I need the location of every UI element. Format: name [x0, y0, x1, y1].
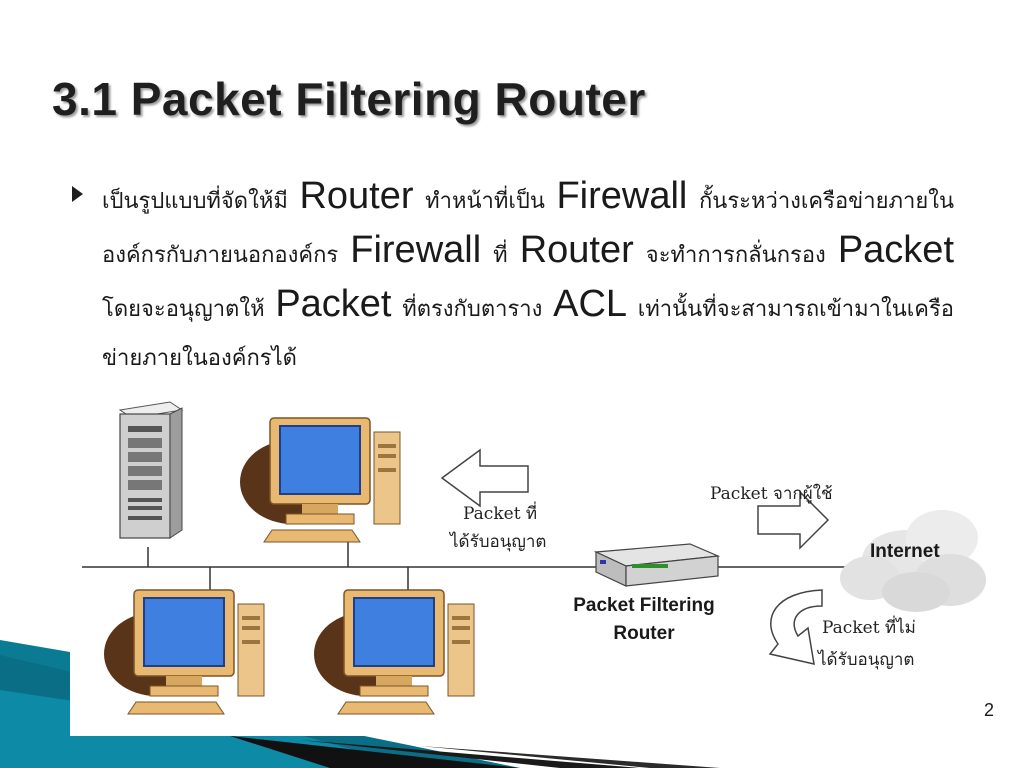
- denied-packet-label-line1: Packet ที่ไม่: [822, 618, 916, 638]
- allowed-packet-label-line2: ได้รับอนุญาต: [450, 532, 547, 552]
- denied-return-arrow-icon: [768, 589, 823, 665]
- slide-title: 3.1 Packet Filtering Router: [52, 73, 646, 125]
- server-icon: [118, 401, 184, 539]
- bullet-text: เป็นรูปแบบที่จัดให้มี Router ทำหน้าที่เป…: [102, 175, 954, 371]
- internet-cloud-icon: [840, 510, 986, 612]
- arrow-right-icon: [757, 490, 830, 550]
- arrow-left-icon: [440, 448, 529, 508]
- slide-number: 2: [983, 700, 994, 720]
- bullet-arrow-icon: [72, 186, 83, 202]
- router-label-line2: Router: [613, 623, 675, 644]
- computer-icon-bottom-left: [103, 589, 265, 715]
- user-packet-label: Packet จากผู้ใช้: [710, 484, 833, 504]
- internet-label: Internet: [870, 541, 940, 562]
- network-diagram: Packet ที่ ได้รับอนุญาต Packet จากผู้ใช้…: [70, 392, 1000, 736]
- computer-icon-top: [239, 417, 401, 543]
- computer-icon-bottom-right: [313, 589, 475, 715]
- router-icon: [593, 543, 721, 587]
- router-label-line1: Packet Filtering: [573, 595, 715, 616]
- allowed-packet-label-line1: Packet ที่: [463, 504, 538, 524]
- denied-packet-label-line2: ได้รับอนุญาต: [818, 650, 915, 670]
